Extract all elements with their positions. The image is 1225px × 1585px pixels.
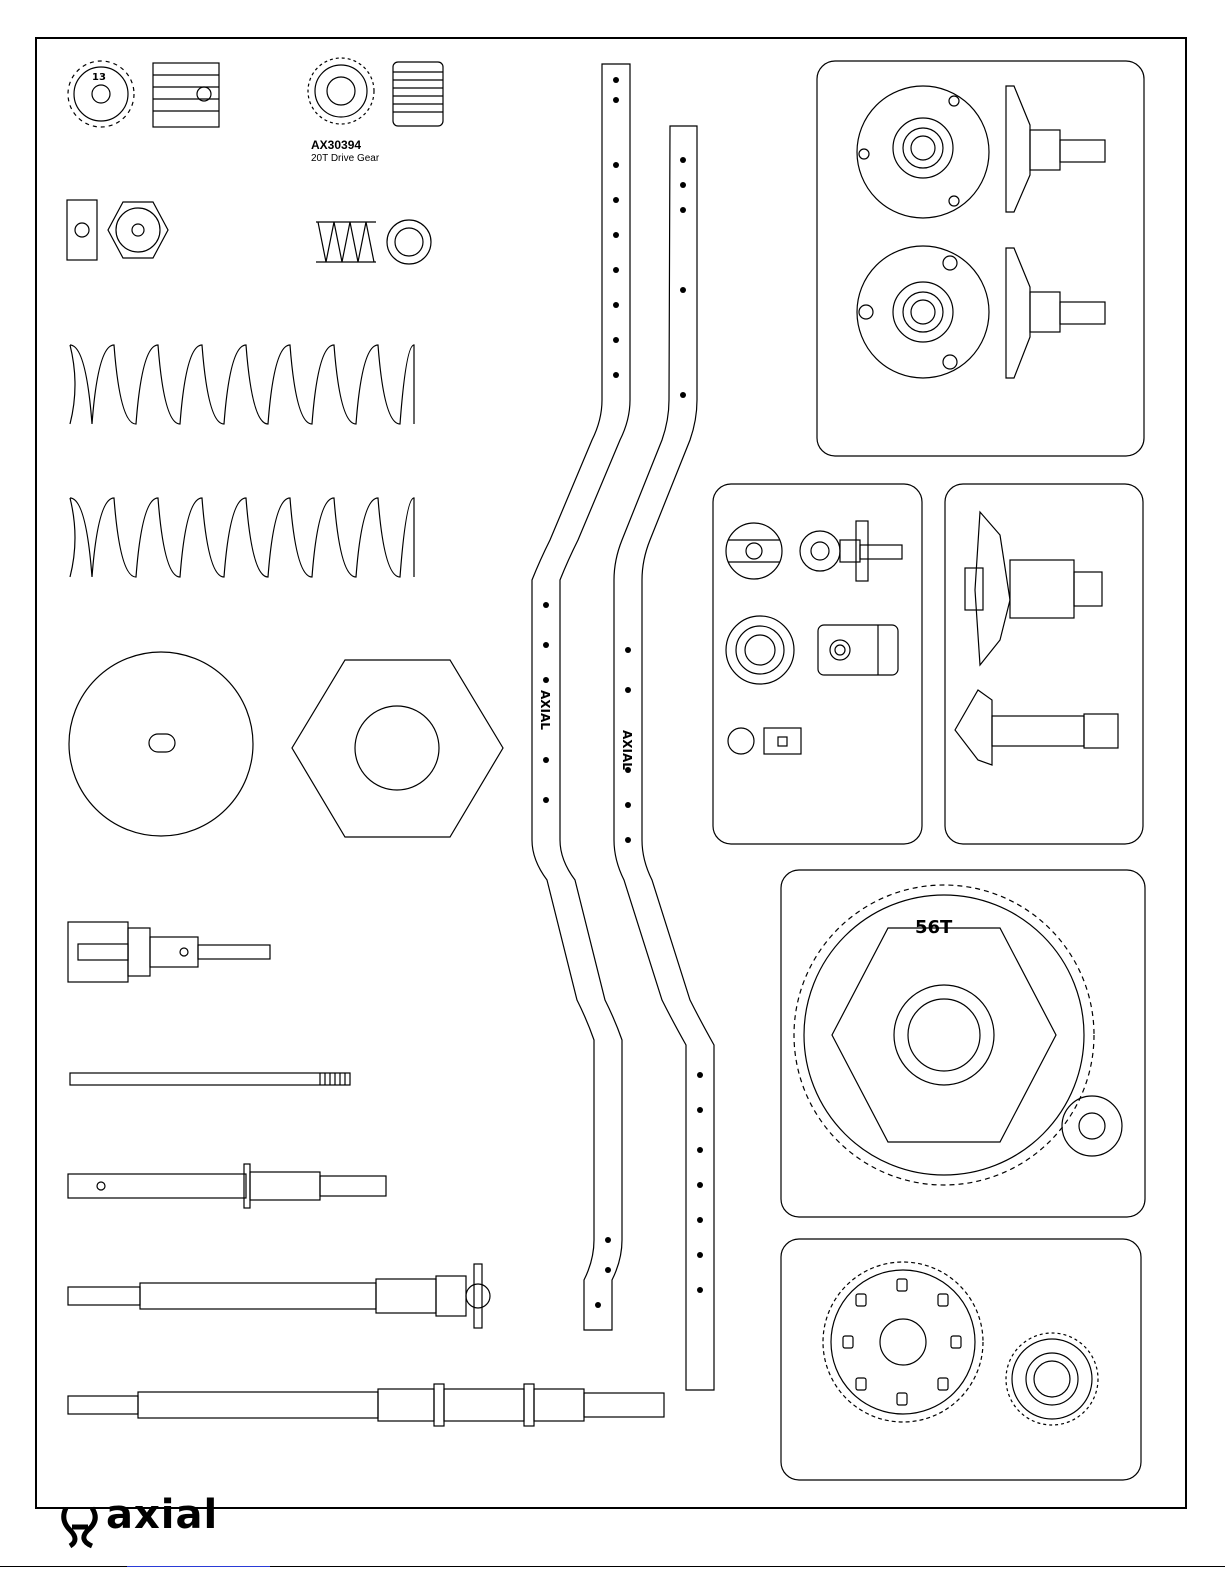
hex-collar [108, 202, 168, 258]
diff-small-parts [728, 728, 801, 754]
parts-box-spur-gear [781, 870, 1145, 1217]
frame-rail-left: AXIAL [532, 64, 630, 1330]
diff-bearing [726, 616, 794, 684]
large-washer [69, 652, 253, 836]
small-nut [67, 200, 97, 260]
rail-holes-right [625, 157, 703, 1293]
flange-lower [857, 246, 989, 378]
diff-housing [818, 625, 898, 675]
ring-gear-side [965, 512, 1102, 665]
output-yoke-shaft [68, 922, 270, 982]
threaded-pin [70, 1073, 350, 1085]
flange-upper [857, 86, 989, 218]
part-callout: AX30394 20T Drive Gear [311, 139, 379, 164]
diff-cup [726, 523, 782, 579]
pinion-tooth-count: 13 [92, 72, 106, 83]
drive-gear-20t-side-view [393, 62, 443, 126]
brand-wordmark: axial [106, 1492, 218, 1538]
coil-spring-1 [70, 345, 414, 424]
pinion-shaft [955, 690, 1118, 765]
drive-gear-20t [308, 58, 374, 124]
large-hex-nut [292, 660, 503, 837]
transmission-gear-large [823, 1262, 983, 1422]
spur-spacer [1062, 1096, 1122, 1156]
flange-upper-side [1006, 86, 1105, 212]
small-spring [316, 222, 376, 262]
footer-link-underline[interactable] [127, 1566, 270, 1567]
flange-lower-side [1006, 248, 1105, 378]
coil-spring-2 [70, 498, 414, 577]
pinion-13t-side-view [153, 63, 219, 127]
spur-tooth-count: 56T [915, 917, 953, 938]
part-number: AX30394 [311, 139, 379, 153]
rail-logo-left: AXIAL [538, 690, 552, 730]
center-drive-shaft [68, 1384, 664, 1426]
page-frame [36, 38, 1186, 1508]
spur-gear-56t: 56T [794, 885, 1094, 1185]
transmission-gear-small [1006, 1333, 1098, 1425]
small-spacer [387, 220, 431, 264]
pinion-13t-gear: 13 [68, 61, 134, 127]
brand-logo: axial [58, 1500, 238, 1544]
diff-outdrive [800, 521, 902, 581]
part-description: 20T Drive Gear [311, 153, 379, 165]
rail-logo-right: AXIAL [620, 730, 634, 770]
rail-holes-left [543, 77, 619, 1308]
dogbone-shaft [68, 1264, 490, 1328]
drive-shaft-short [68, 1164, 386, 1208]
frame-rail-right: AXIAL [614, 126, 714, 1390]
parts-box-ring-pinion [945, 484, 1143, 844]
